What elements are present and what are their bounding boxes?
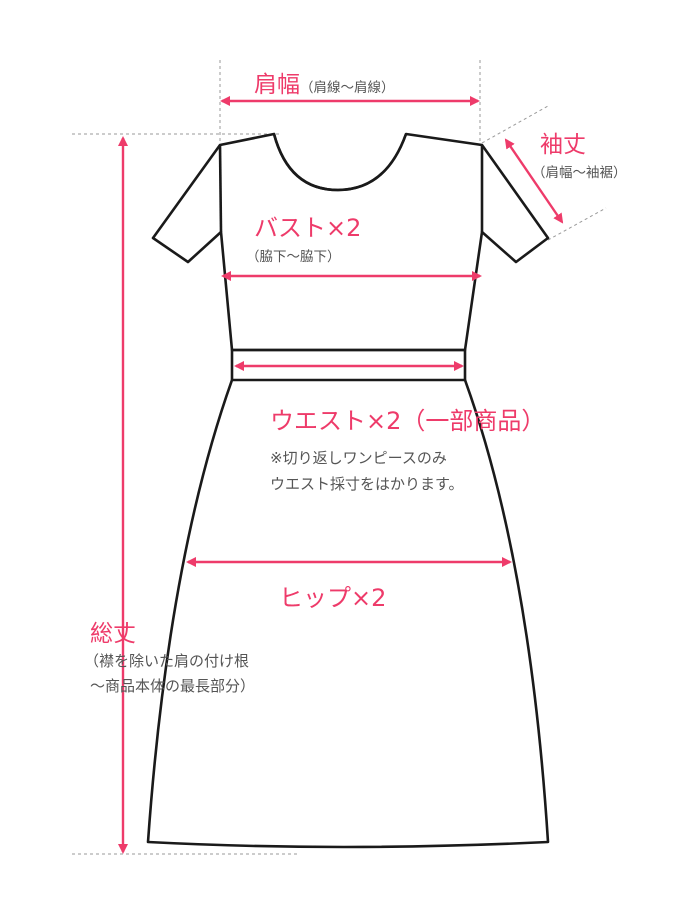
length-sub-line1: （襟を除いた肩の付け根 bbox=[84, 652, 249, 670]
waistband bbox=[230, 348, 467, 382]
bust-sub: （脇下〜脇下） bbox=[246, 249, 341, 265]
hip-title: ヒップ×2 bbox=[279, 584, 386, 612]
shoulder-label: 肩幅（肩線〜肩線） bbox=[254, 72, 395, 98]
bust-title: バスト×2 bbox=[254, 214, 361, 242]
sleeve-sub: （肩幅〜袖裾） bbox=[532, 165, 627, 181]
sleeve-guide-bottom bbox=[547, 207, 607, 241]
neckline bbox=[272, 133, 408, 192]
waist-note-line2: ウエスト採寸をはかります。 bbox=[270, 475, 464, 493]
waist-note-line1: ※切り返しワンピースのみ bbox=[270, 449, 447, 467]
length-sub-line2: 〜商品本体の最長部分） bbox=[90, 677, 255, 695]
shoulder-title: 肩幅 bbox=[254, 72, 300, 98]
length-title: 総丈 bbox=[90, 621, 136, 647]
sleeve-title: 袖丈 bbox=[540, 132, 586, 158]
waist-title: ウエスト×2（一部商品） bbox=[270, 407, 545, 435]
skirt bbox=[146, 379, 550, 849]
dress-outline bbox=[146, 132, 550, 849]
armhole-left bbox=[218, 144, 223, 233]
sleeve-guide-top bbox=[481, 105, 549, 144]
measurement-arrows bbox=[117, 95, 564, 855]
bodice bbox=[151, 132, 550, 352]
sleeve-arrow bbox=[504, 138, 564, 224]
shoulder-sub: （肩線〜肩線） bbox=[300, 80, 395, 96]
